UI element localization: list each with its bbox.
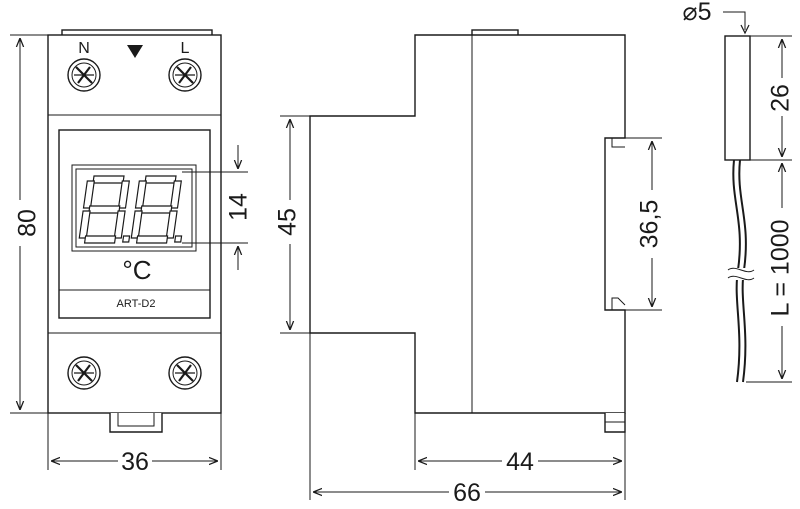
screw-terminal-top-left-icon	[67, 58, 101, 92]
model-label: ART-D2	[117, 298, 156, 310]
segment-f	[134, 180, 147, 209]
dim-36-5-label-bg	[638, 190, 666, 258]
terminal-n-label: N	[78, 40, 90, 57]
din-clip-inner	[117, 413, 155, 427]
segment-f	[82, 180, 95, 209]
dim-80-label-bg	[8, 200, 32, 246]
segment-d	[83, 235, 117, 244]
side-housing	[309, 34, 626, 414]
segment-a	[144, 175, 177, 184]
dim-36-label-bg	[118, 446, 152, 474]
segment-g	[88, 205, 121, 214]
rail-clip-top	[611, 138, 625, 148]
unit-label: °C	[122, 255, 151, 285]
dim-44-label-bg	[502, 446, 538, 474]
dim-80-label: 80	[14, 209, 42, 237]
dim-45-label-bg	[277, 200, 303, 244]
cable-break-mark-top	[727, 267, 755, 273]
dim-66-label-bg	[449, 477, 485, 505]
screw-terminal-bottom-left-icon	[67, 356, 101, 390]
dim-14-label: 14	[225, 193, 253, 221]
screw-terminal-top-right-icon	[168, 58, 202, 92]
display-digit-2	[130, 175, 183, 244]
dim-1000-label: L = 1000	[767, 219, 795, 316]
segment-d	[135, 235, 169, 244]
segment-c	[113, 210, 126, 239]
dim-45-label: 45	[274, 208, 302, 236]
segment-b	[117, 180, 130, 209]
dim-26-label: 26	[767, 84, 795, 112]
dim-diameter-label: ⌀5	[683, 0, 712, 26]
side-view: 45 36,5 44 66	[274, 29, 666, 507]
rail-clip-bottom	[611, 297, 626, 310]
dim-44-label: 44	[506, 448, 534, 476]
segment-b	[169, 180, 182, 209]
segment-c	[165, 210, 178, 239]
dim-1000-label-bg	[769, 208, 797, 326]
display-window	[71, 164, 197, 252]
cable-break-mark-bottom	[727, 275, 755, 281]
direction-triangle-icon	[127, 45, 143, 58]
din-clip	[109, 413, 163, 433]
dim-36-label: 36	[121, 448, 149, 476]
segment-dp	[174, 235, 183, 243]
diameter-leader	[723, 11, 746, 30]
display-window-inner	[75, 168, 193, 248]
segment-dp	[122, 235, 131, 243]
segment-e	[130, 210, 143, 239]
segment-e	[78, 210, 91, 239]
display-digit-1	[78, 175, 131, 244]
sensor-probe	[724, 35, 751, 161]
diameter-leader-arrow	[740, 24, 750, 35]
front-view: °C ART-D2 N L	[8, 29, 253, 476]
sensor-view: ⌀5 26 L = 1000	[683, 0, 797, 383]
dim-26-label-bg	[770, 78, 796, 116]
screw-terminal-bottom-right-icon	[168, 356, 202, 390]
segment-a	[92, 175, 125, 184]
cable-break-gap	[728, 268, 754, 280]
segment-g	[140, 205, 173, 214]
terminal-l-label: L	[181, 40, 190, 57]
dim-36-5-label: 36,5	[636, 200, 664, 249]
dim-66-label: 66	[453, 479, 481, 507]
